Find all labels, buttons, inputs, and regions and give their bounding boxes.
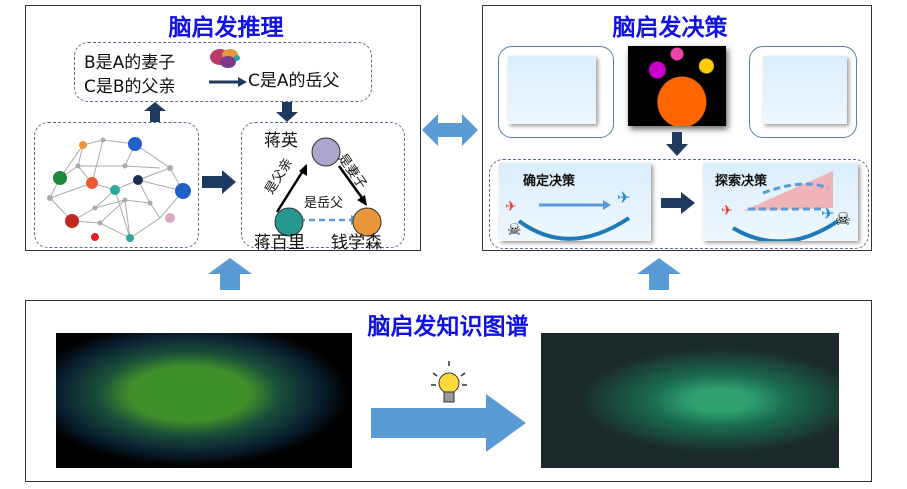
svg-text:☠: ☠ — [835, 209, 851, 230]
svg-text:✈: ✈ — [617, 188, 630, 207]
down-arrow-icon — [666, 132, 688, 156]
edge-fatherinlaw-label: 是岳父 — [304, 196, 344, 211]
svg-text:☠: ☠ — [507, 220, 521, 239]
deterministic-label: 确定决策 — [523, 174, 576, 189]
network-box — [34, 122, 199, 248]
right-arrow-icon — [202, 170, 236, 194]
svg-text:✈: ✈ — [821, 204, 834, 223]
exploratory-path: ✈✈☠ — [721, 171, 851, 241]
deterministic-path: ✈ ✈ ☠ — [505, 188, 630, 241]
kinship-box — [241, 122, 405, 248]
brain-scan-image — [56, 333, 352, 468]
decision-title: 脑启发决策 — [612, 15, 728, 41]
rule-box — [74, 42, 372, 102]
scenario-left — [508, 56, 596, 124]
inference-arrow-icon — [209, 77, 247, 87]
up-arrow-icon — [208, 258, 252, 290]
brain-icon — [210, 49, 240, 68]
network-graph — [47, 137, 191, 242]
reasoning-panel: 脑启发推理 B是A的妻子 C是B的父亲 C是A的岳父 蒋英 蒋百里 钱学森 是父… — [25, 5, 421, 253]
up-arrow-icon — [637, 258, 681, 290]
premise-2: C是B的父亲 — [84, 77, 176, 97]
node-right-label: 钱学森 — [331, 233, 382, 253]
lightbulb-icon — [431, 361, 467, 403]
knowledge-panel: 脑启发知识图谱 — [25, 300, 872, 482]
conclusion: C是A的岳父 — [248, 71, 340, 91]
reasoning-title: 脑启发推理 — [168, 15, 284, 41]
decision-panel: 脑启发决策 确定决策 ✈✈☠ 探索决策 ✈✈☠ — [482, 5, 872, 251]
scenario-bubble-left — [498, 46, 614, 138]
scenario-bubble-right — [749, 46, 857, 138]
node-top-label: 蒋英 — [264, 131, 298, 151]
scenario-right — [763, 56, 847, 124]
brain-head-image — [628, 46, 726, 126]
right-arrow-icon — [661, 192, 695, 214]
knowledge-graph-image — [541, 333, 839, 468]
svg-text:✈: ✈ — [505, 199, 517, 215]
transform-arrow-icon — [371, 394, 526, 452]
knowledge-title: 脑启发知识图谱 — [367, 314, 529, 340]
decision-box — [489, 159, 869, 249]
up-arrow-icon — [144, 102, 166, 122]
deterministic-scenario — [499, 163, 651, 241]
down-arrow-icon — [276, 102, 298, 122]
svg-text:✈: ✈ — [721, 203, 733, 219]
node-left-label: 蒋百里 — [254, 233, 305, 253]
exploratory-label: 探索决策 — [715, 174, 768, 189]
bidirectional-arrow-icon — [422, 114, 478, 146]
kinship-graph — [274, 137, 382, 237]
premise-1: B是A的妻子 — [84, 53, 176, 73]
